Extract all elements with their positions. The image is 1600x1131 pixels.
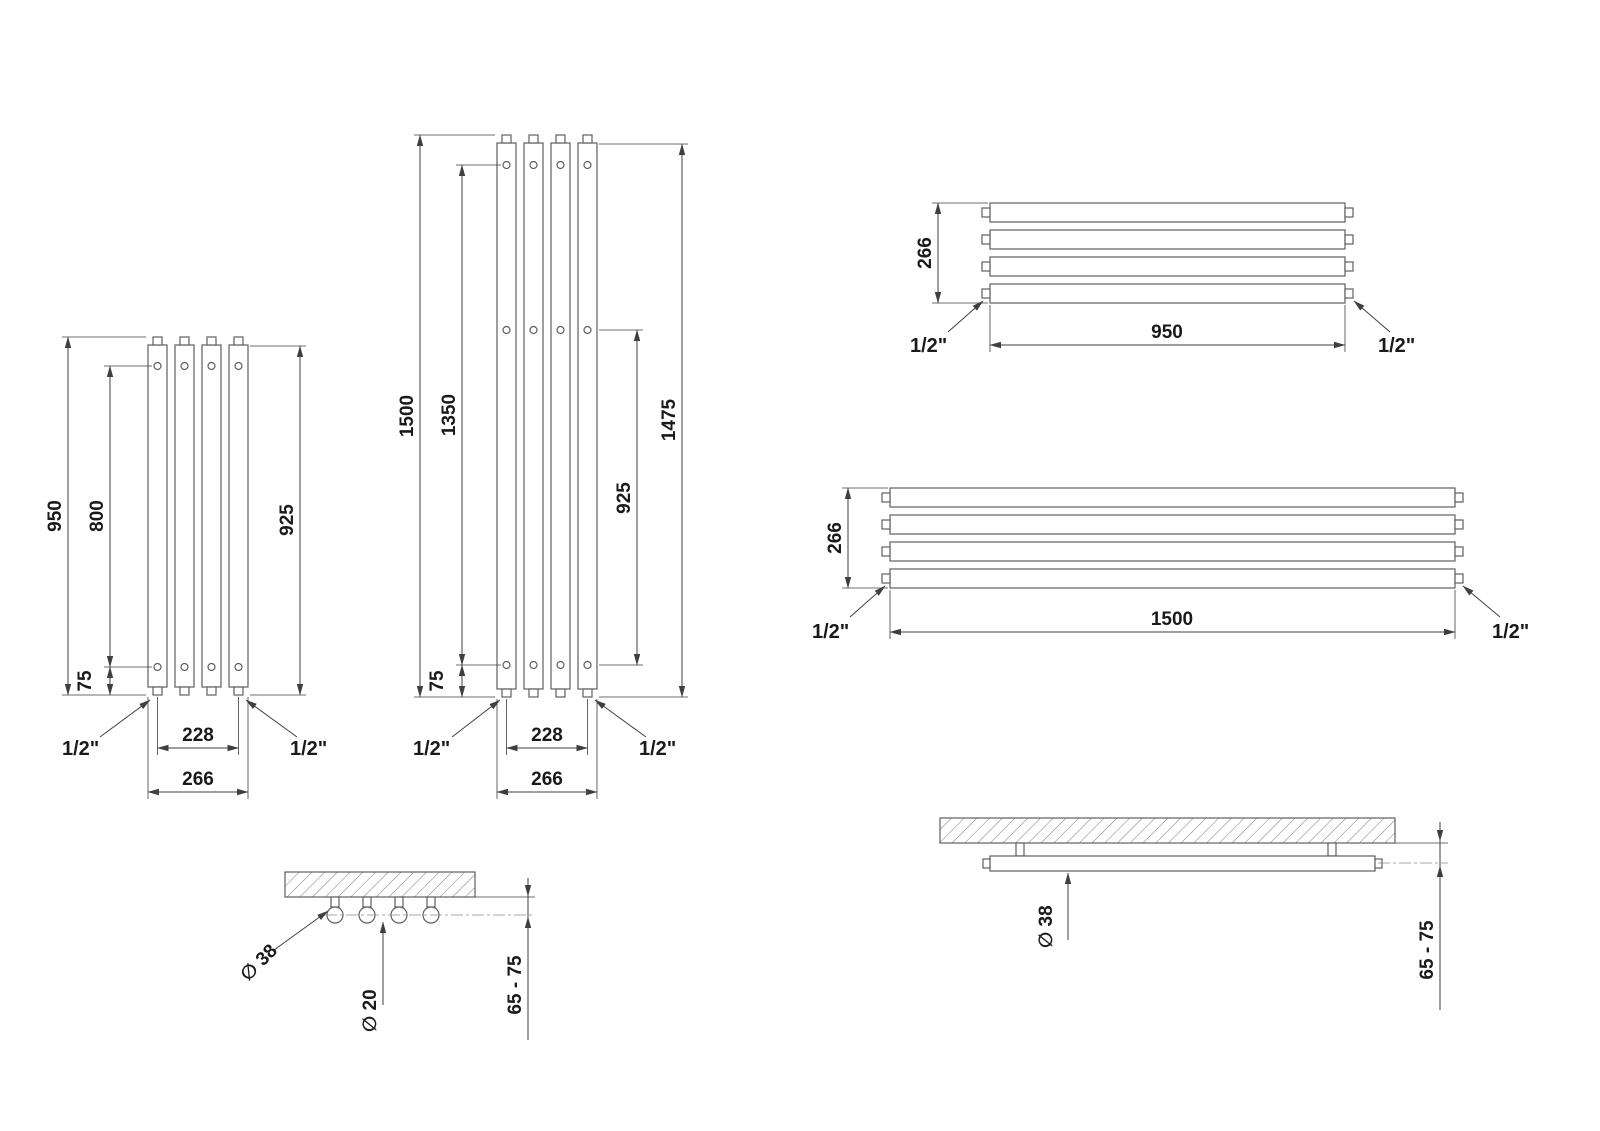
dim-bracket-spacing: 1350 [439, 164, 501, 666]
radiator-body [881, 487, 1464, 589]
dim-side-bracket-spacing: 925 [599, 329, 643, 666]
dim-wall-distance: 65 - 75 [505, 878, 532, 1040]
radiator-tube [989, 256, 1346, 277]
bracket-stems [1015, 842, 1337, 857]
radiator-tube [889, 514, 1456, 535]
dim-bracket-spacing: 800 [87, 365, 152, 668]
connection-right-callout: 1/2" [245, 699, 327, 760]
vertical-radiator-1500-view: 1500 1350 75 925 1475 228 [397, 134, 688, 799]
dim-label: 925 [277, 504, 298, 536]
connection-right-callout: 1/2" [594, 699, 676, 760]
connection-size-label: 1/2" [910, 335, 947, 357]
dim-wall-distance: 65 - 75 [1417, 822, 1444, 1010]
dim-label: 266 [915, 237, 936, 269]
dim-side-height: 1475 [599, 143, 688, 698]
radiator-tube [228, 344, 249, 688]
dim-label: 228 [182, 725, 214, 746]
radiator-tube [174, 344, 195, 688]
dim-label: 1500 [1151, 609, 1193, 630]
radiator-slab [989, 855, 1376, 872]
connection-left-callout: 1/2" [812, 585, 886, 643]
radiator-tube [147, 344, 168, 688]
tube-diameter-callout: ∅ 38 [1036, 872, 1072, 948]
dim-overall-depth: 266 [825, 487, 888, 589]
tube-diameter-callout: ∅ 38 [237, 910, 329, 986]
radiator-body [981, 202, 1354, 304]
dim-label: 75 [75, 670, 96, 692]
connection-size-label: 1/2" [62, 738, 99, 760]
dim-label: 800 [87, 500, 108, 532]
wall-section [939, 817, 1396, 844]
radiator-tube [201, 344, 222, 688]
dim-label: 266 [825, 522, 846, 554]
dim-label: 266 [182, 769, 214, 790]
dim-label: 950 [45, 500, 66, 532]
diameter-label: ∅ 38 [1036, 905, 1057, 948]
dim-overall-height: 1500 [397, 134, 495, 698]
dim-label: 1350 [439, 394, 460, 436]
horizontal-radiator-950-view: 266 950 1/2" 1/2" [910, 202, 1415, 357]
connection-left-callout: 1/2" [62, 699, 151, 760]
dim-overall-depth: 266 [915, 202, 988, 304]
diameter-label: ∅ 20 [360, 989, 381, 1032]
dim-tube-spacing: 228 [506, 699, 588, 755]
connection-size-label: 1/2" [1378, 335, 1415, 357]
mounting-detail-horizontal-view: 65 - 75 ∅ 38 [939, 817, 1448, 1010]
diameter-label: ∅ 38 [237, 941, 282, 986]
connection-size-label: 1/2" [290, 738, 327, 760]
dim-side-height: 925 [250, 345, 306, 696]
connection-left-callout: 1/2" [910, 300, 984, 357]
dim-label: 1500 [397, 395, 418, 437]
dim-label: 65 - 75 [505, 955, 526, 1015]
dim-label: 65 - 75 [1417, 920, 1438, 980]
dim-overall-width: 266 [496, 699, 598, 799]
connection-size-label: 1/2" [639, 738, 676, 760]
connection-size-label: 1/2" [812, 621, 849, 643]
radiator-tube [550, 142, 571, 690]
radiator-tube [989, 283, 1346, 304]
dim-label: 1475 [659, 398, 680, 441]
connection-left-callout: 1/2" [413, 699, 501, 760]
dim-overall-height: 950 [45, 336, 146, 696]
radiator-profile [982, 855, 1383, 872]
vertical-radiator-950-view: 950 800 75 925 228 266 [45, 336, 327, 799]
radiator-tube [496, 142, 517, 690]
bracket-stems [330, 896, 436, 908]
connection-right-callout: 1/2" [1462, 585, 1529, 643]
connection-right-callout: 1/2" [1353, 300, 1415, 357]
radiator-tube [989, 229, 1346, 250]
dim-bottom-offset: 75 [427, 664, 466, 698]
radiator-tube [577, 142, 598, 690]
connection-size-label: 1/2" [1492, 621, 1529, 643]
dim-label: 228 [531, 725, 563, 746]
radiator-tube [989, 202, 1346, 223]
radiator-tube [889, 487, 1456, 508]
dim-tube-spacing: 228 [157, 697, 239, 755]
radiator-body [147, 336, 249, 696]
dim-overall-width: 266 [147, 697, 249, 799]
pipe-diameter-callout: ∅ 20 [360, 921, 387, 1032]
dim-label: 925 [614, 482, 635, 514]
wall-section [284, 871, 476, 898]
dim-overall-length: 950 [989, 305, 1346, 352]
dim-label: 75 [427, 670, 448, 692]
dim-bottom-offset: 75 [75, 666, 114, 696]
dim-label: 950 [1151, 322, 1183, 343]
dim-overall-length: 1500 [889, 590, 1456, 639]
mounting-detail-vertical-view: 65 - 75 ∅ 38 ∅ 20 [237, 871, 535, 1040]
radiator-tube [889, 568, 1456, 589]
dim-label: 266 [531, 769, 563, 790]
radiator-tube [523, 142, 544, 690]
horizontal-radiator-1500-view: 266 1500 1/2" 1/2" [812, 487, 1529, 643]
connection-size-label: 1/2" [413, 738, 450, 760]
radiator-body [496, 134, 598, 698]
radiator-tube [889, 541, 1456, 562]
